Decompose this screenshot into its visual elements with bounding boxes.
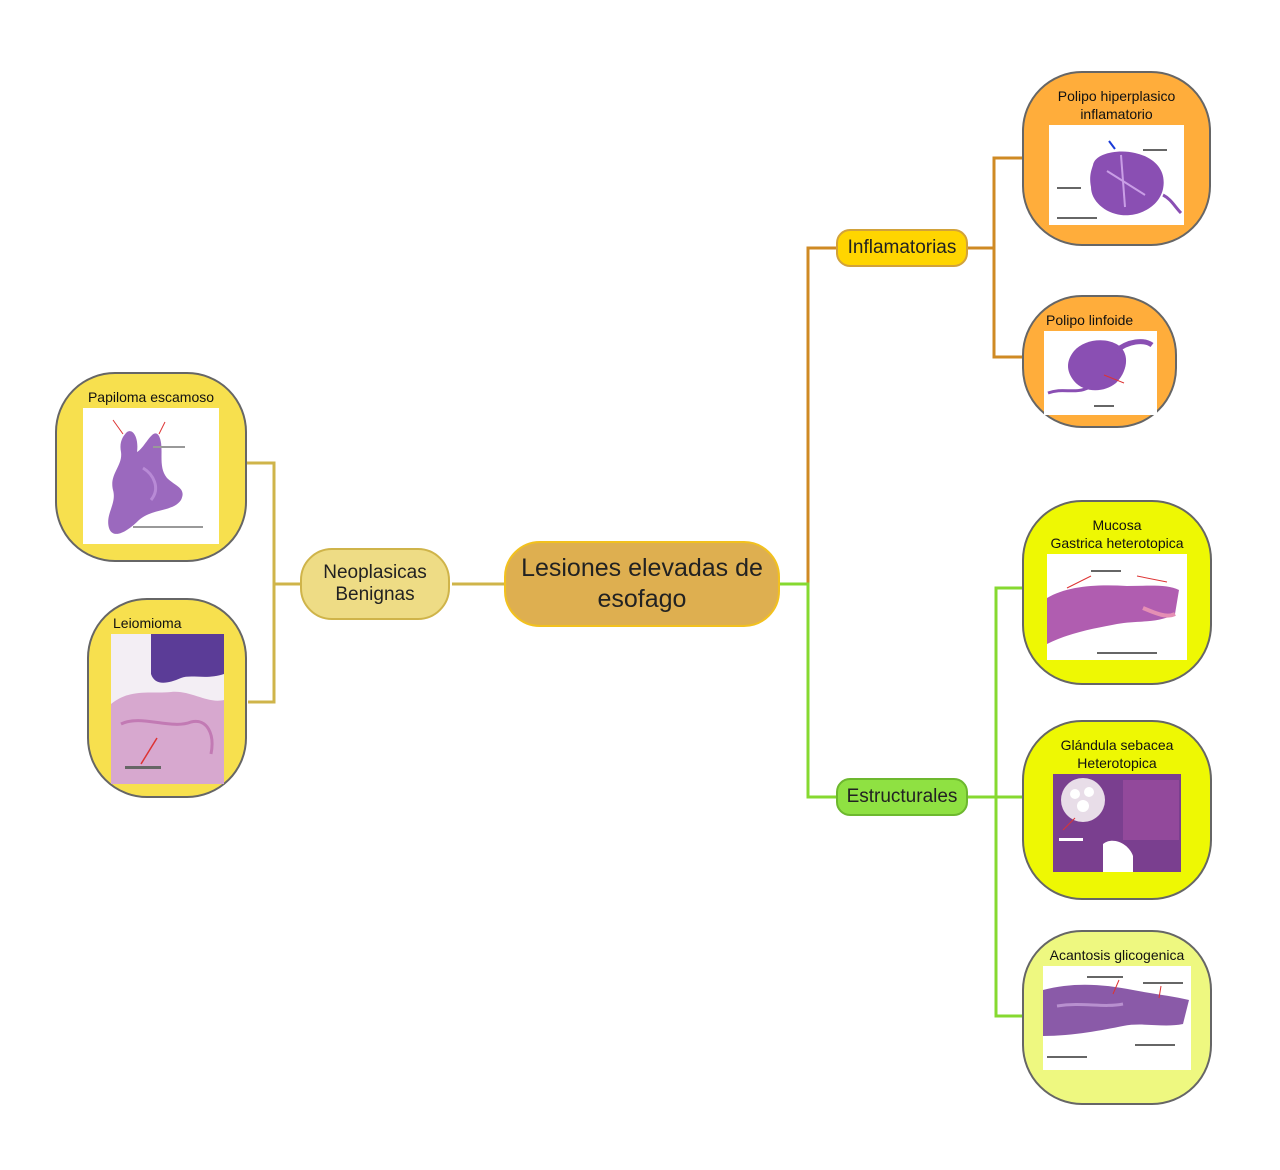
- leaf-title: Polipo linfoide: [1046, 312, 1134, 328]
- leaf-papiloma-escamoso[interactable]: Papiloma escamoso: [55, 372, 247, 562]
- histology-image: [1049, 125, 1184, 225]
- branch-neoplasicas-benignas[interactable]: Neoplasicas Benignas: [300, 548, 450, 620]
- connector-root-estructurales: [780, 582, 836, 799]
- branch-estructurales[interactable]: Estructurales: [836, 778, 968, 816]
- leaf-title: Acantosis glicogenica: [1049, 947, 1185, 963]
- leaf-title: Polipo hiperplasico inflamatorio: [1057, 88, 1176, 122]
- leaf-glandula-sebacea-heterotopica[interactable]: Glándula sebacea Heterotopica: [1022, 720, 1212, 900]
- leaf-polipo-hiperplasico-inflamatorio[interactable]: Polipo hiperplasico inflamatorio: [1022, 71, 1211, 246]
- histology-image: [1044, 331, 1157, 415]
- histology-image: [1043, 966, 1191, 1070]
- connector-estructurales-acantosis: [994, 797, 1022, 1018]
- leaf-polipo-linfoide[interactable]: Polipo linfoide: [1022, 295, 1177, 428]
- leaf-mucosa-gastrica-heterotopica[interactable]: Mucosa Gastrica heterotopica: [1022, 500, 1212, 685]
- connector-inflamatorias-linfoide: [992, 248, 1022, 359]
- connector-neoplasicas-papiloma: [246, 461, 300, 586]
- histology-image: [111, 634, 224, 784]
- leaf-leiomioma[interactable]: Leiomioma: [87, 598, 247, 798]
- connector-estructurales-mucosa: [968, 586, 1022, 799]
- histology-image: [1047, 554, 1187, 660]
- histology-image: [1053, 774, 1181, 872]
- root-node[interactable]: Lesiones elevadas de esofago: [504, 541, 780, 627]
- leaf-title: Papiloma escamoso: [87, 389, 215, 405]
- connector-root-inflamatorias: [780, 246, 836, 586]
- histology-image: [83, 408, 219, 544]
- connector-inflamatorias-hiperplasico: [968, 156, 1022, 250]
- leaf-title: Leiomioma: [113, 615, 182, 631]
- leaf-title: Mucosa Gastrica heterotopica: [1050, 517, 1184, 551]
- connector-neoplasicas-leiomioma: [248, 584, 276, 704]
- leaf-acantosis-glicogenica[interactable]: Acantosis glicogenica: [1022, 930, 1212, 1105]
- branch-inflamatorias[interactable]: Inflamatorias: [836, 229, 968, 267]
- leaf-title: Glándula sebacea Heterotopica: [1060, 737, 1174, 771]
